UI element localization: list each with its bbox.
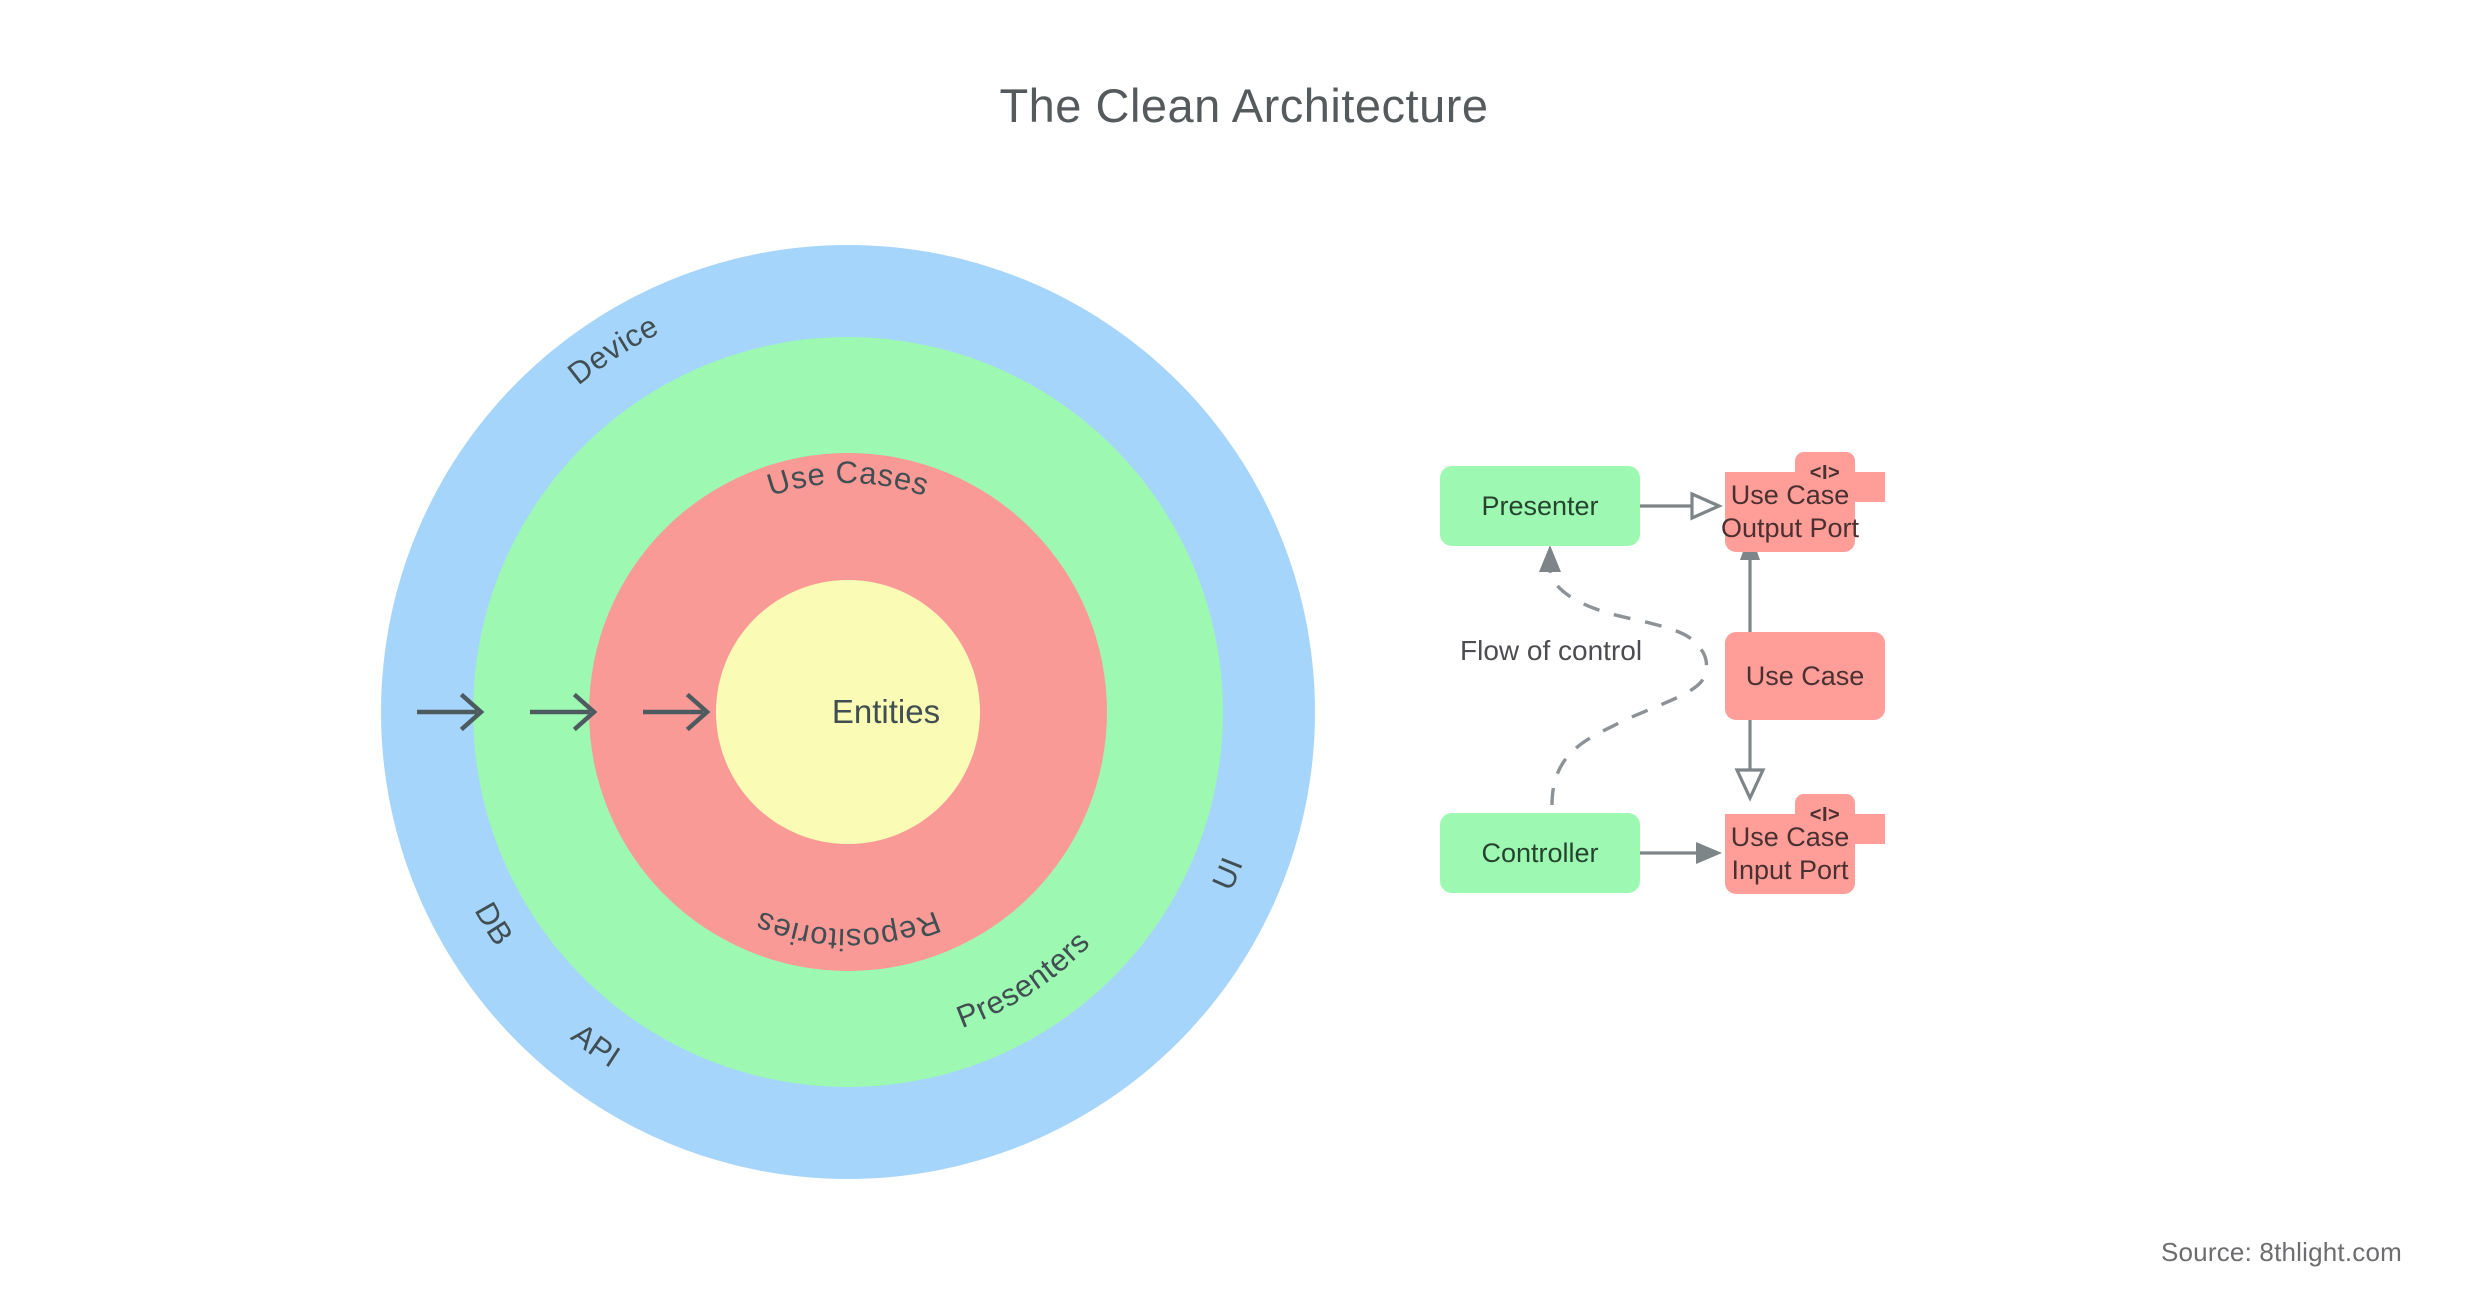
connector-use-case-to-input-port: [1734, 720, 1766, 802]
flow-box-use-case-input-port[interactable]: <I> Use Case Input Port: [1725, 794, 1885, 894]
flow-box-use-case-output-port[interactable]: <I> Use Case Output Port: [1721, 452, 1885, 552]
inward-arrow-2: [530, 692, 598, 732]
flow-box-use-case[interactable]: Use Case: [1725, 632, 1885, 720]
source-credit: Source: 8thlight.com: [2160, 1237, 2402, 1267]
flow-box-presenter[interactable]: Presenter: [1440, 466, 1640, 546]
interface-badge-input-label: <I>: [1810, 804, 1840, 826]
connector-controller-to-input-port: [1640, 842, 1722, 864]
center-label-entities: Entities: [832, 693, 940, 730]
flow-box-use-case-input-port-line1: Use Case: [1731, 822, 1850, 852]
connector-presenter-to-output-port: [1640, 491, 1723, 521]
flow-box-use-case-output-port-line1: Use Case: [1731, 480, 1850, 510]
flow-box-use-case-label: Use Case: [1746, 661, 1865, 691]
flow-of-control-label: Flow of control: [1460, 635, 1642, 666]
connector-flow-of-control: [1539, 545, 1709, 806]
inward-arrow-3: [643, 692, 711, 732]
flow-box-controller-label: Controller: [1481, 838, 1598, 868]
flow-box-use-case-input-port-line2: Input Port: [1731, 855, 1849, 885]
circles-svg: Device UI DB API Presenters Use Cases Re…: [381, 245, 1315, 1179]
flow-box-use-case-output-port-line2: Output Port: [1721, 513, 1860, 543]
inward-arrow-1: [417, 692, 485, 732]
flow-box-controller[interactable]: Controller: [1440, 813, 1640, 893]
ring-center-yellow: [716, 580, 980, 844]
interface-badge-output-label: <I>: [1810, 462, 1840, 484]
clean-architecture-circles: Device UI DB API Presenters Use Cases Re…: [362, 226, 1315, 1198]
flow-svg: Presenter <I> Use Case Output Port Use C…: [1440, 452, 1885, 894]
flow-box-presenter-label: Presenter: [1481, 491, 1598, 521]
flow-of-control-diagram: Presenter <I> Use Case Output Port Use C…: [1440, 420, 2080, 1040]
page-title: The Clean Architecture: [999, 79, 1489, 132]
